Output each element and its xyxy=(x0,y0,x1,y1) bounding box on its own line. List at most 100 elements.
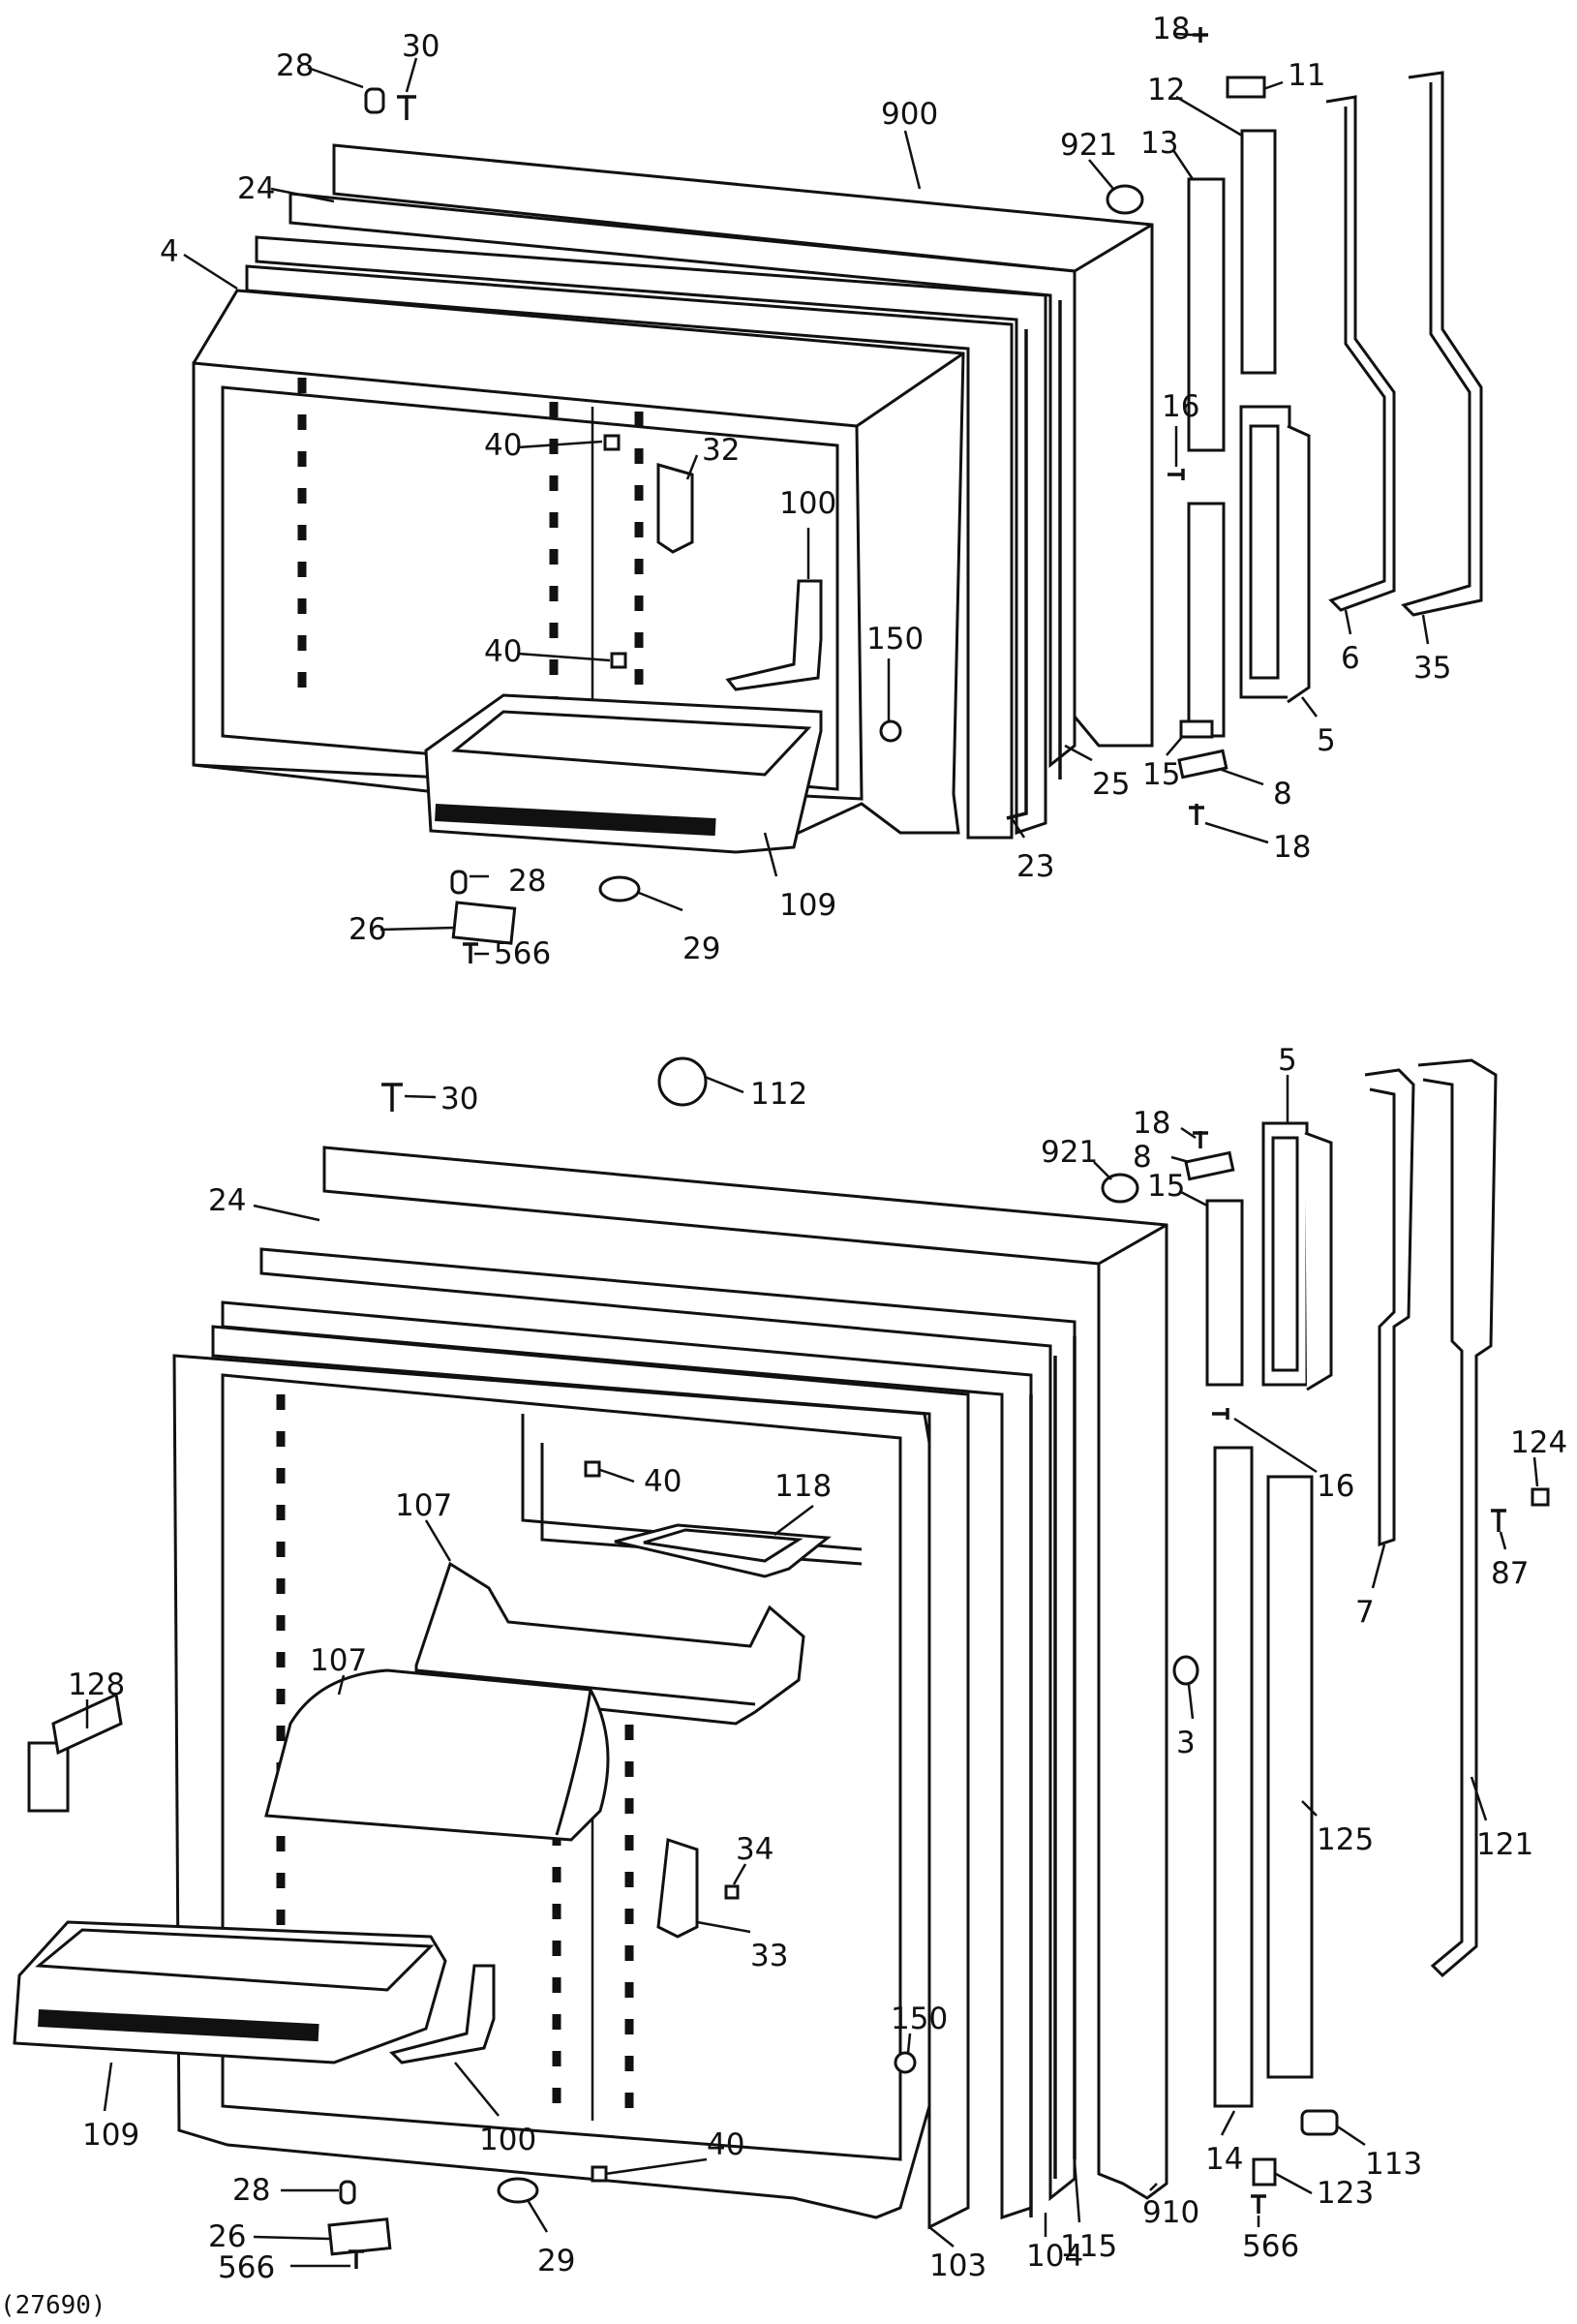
callout: 15 xyxy=(1142,757,1180,792)
callout: 13 xyxy=(1140,126,1178,161)
callout: 87 xyxy=(1491,1556,1529,1591)
bracket-8-bottom xyxy=(1184,1150,1235,1181)
callout: 5 xyxy=(1317,723,1336,758)
outer-door-900 xyxy=(332,143,1154,748)
storage-bin-109-bottom xyxy=(13,1920,447,2064)
callout: 26 xyxy=(349,912,386,947)
callout: 124 xyxy=(1510,1425,1567,1460)
hinge-plate-26 xyxy=(451,901,517,945)
bracket-100-bottom xyxy=(389,1964,496,2064)
seal-23 xyxy=(1006,329,1028,820)
tray-118 xyxy=(614,1523,832,1578)
callout: 34 xyxy=(736,1832,773,1867)
callout: 14 xyxy=(1205,2142,1243,2177)
callout: 7 xyxy=(1355,1595,1375,1630)
callout: 104 xyxy=(1026,2239,1083,2274)
plug-28-bottom-door xyxy=(339,2180,356,2205)
footer-code: (27690) xyxy=(0,2291,106,2320)
strip-13 xyxy=(1187,177,1226,452)
callout: 121 xyxy=(1476,1827,1533,1862)
bracket-15 xyxy=(1179,719,1214,739)
stop-40-b xyxy=(610,652,627,669)
callout: 113 xyxy=(1365,2147,1422,2182)
screw-566-right xyxy=(1251,2194,1266,2214)
screw-18-top xyxy=(1193,27,1208,43)
cap-113 xyxy=(1300,2109,1339,2136)
button-128 xyxy=(27,1692,123,1813)
callout: 103 xyxy=(929,2248,986,2283)
callout: 11 xyxy=(1288,58,1325,93)
bracket-33 xyxy=(656,1837,699,1939)
callout: 6 xyxy=(1341,641,1360,676)
screw-87 xyxy=(1491,1509,1506,1532)
bracket-8 xyxy=(1177,749,1228,780)
callout: 115 xyxy=(1060,2229,1117,2264)
leader-lines-bottom xyxy=(85,1075,1539,2268)
callout: 40 xyxy=(644,1464,682,1499)
callout: 900 xyxy=(881,97,938,132)
callout: 3 xyxy=(1176,1726,1196,1760)
plug-28-bottom xyxy=(450,870,468,895)
screw-566 xyxy=(463,942,478,963)
stud-150-bottom xyxy=(894,2051,917,2074)
callout: 32 xyxy=(702,433,740,468)
callout: 28 xyxy=(232,2173,270,2208)
hinge-11 xyxy=(1226,76,1266,99)
bracket-100 xyxy=(725,579,823,691)
screw-16 xyxy=(1168,469,1185,480)
callout: 40 xyxy=(484,428,522,463)
screw-566-bottom xyxy=(349,2249,364,2269)
grommet-112 xyxy=(657,1056,708,1107)
callout: 118 xyxy=(774,1469,832,1504)
callout: 921 xyxy=(1060,128,1117,163)
callout: 18 xyxy=(1152,12,1190,46)
channel-12 xyxy=(1240,129,1277,375)
callout: 24 xyxy=(208,1183,246,1218)
cap-29 xyxy=(598,875,641,902)
callout: 107 xyxy=(395,1488,452,1523)
callout: 15 xyxy=(1147,1169,1185,1204)
callout: 29 xyxy=(682,932,720,966)
callout: 8 xyxy=(1273,777,1292,811)
callout: 26 xyxy=(208,2219,246,2254)
gasket-24 xyxy=(288,192,1077,769)
callout: 30 xyxy=(402,29,440,64)
vent-5-bottom xyxy=(1261,1121,1309,1387)
stud-3 xyxy=(1172,1655,1199,1686)
shelf-rail-slots xyxy=(297,378,644,726)
callout-labels-top: 28 30 900 921 24 4 40 32 100 40 150 109 … xyxy=(160,12,1451,971)
callout: 123 xyxy=(1317,2176,1374,2211)
callout: 18 xyxy=(1273,830,1311,865)
callout: 35 xyxy=(1413,651,1451,686)
callout: 921 xyxy=(1041,1135,1098,1170)
callout-labels-bottom: 30 112 18 5 8 921 15 24 40 118 107 107 1… xyxy=(68,1043,1567,2285)
callout: 100 xyxy=(479,2123,536,2157)
screw-30 xyxy=(397,95,416,120)
screw-18-bottom-door xyxy=(1193,1131,1208,1148)
shelf-107-lower xyxy=(264,1668,610,1842)
callout: 100 xyxy=(779,486,836,521)
gasket-24-bottom xyxy=(259,1247,1077,2202)
callout: 24 xyxy=(237,171,275,206)
plug-921 xyxy=(1106,184,1144,215)
storage-bin-109 xyxy=(424,693,823,854)
callout: 150 xyxy=(891,2002,948,2036)
strip-13b xyxy=(1187,502,1226,738)
strip-15 xyxy=(1205,1199,1244,1387)
callout: 12 xyxy=(1147,73,1185,107)
callout: 28 xyxy=(276,48,314,83)
vent-5 xyxy=(1239,405,1291,699)
callout: 107 xyxy=(310,1643,367,1678)
callout: 125 xyxy=(1317,1822,1374,1857)
callout: 112 xyxy=(750,1077,807,1112)
callout: 28 xyxy=(508,864,546,899)
outer-door-910 xyxy=(322,1146,1168,2200)
inner-liner-box xyxy=(192,289,965,835)
callout: 4 xyxy=(160,234,179,269)
callout: 29 xyxy=(537,2244,575,2278)
callout: 16 xyxy=(1162,389,1199,424)
callout: 33 xyxy=(750,1939,788,1973)
fresh-food-door-assembly xyxy=(13,1056,1550,2269)
freezer-door-assembly xyxy=(183,27,1483,963)
callout: 25 xyxy=(1092,767,1130,802)
